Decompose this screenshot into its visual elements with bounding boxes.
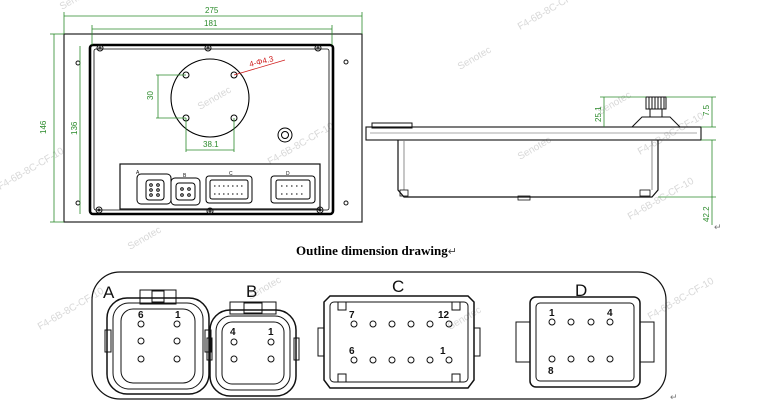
pin-label: 1 [549, 308, 555, 319]
pin-label: 6 [349, 346, 355, 357]
outer-flange [63, 33, 363, 223]
dimension-width-inner: 181 [91, 19, 333, 45]
dimension-hole-horizontal: 38.1 [185, 118, 235, 152]
dim-label: 146 [39, 120, 48, 134]
knob-icon [630, 96, 682, 128]
connector-letter: D [575, 281, 587, 300]
caption-text: Outline dimension drawing [296, 243, 448, 258]
dim-label: 275 [205, 6, 219, 15]
gauge-cutout [170, 58, 250, 138]
watermark-text: F4-6B-8C-CF-10 [36, 286, 106, 333]
pin-label: 8 [548, 366, 554, 377]
side-body [397, 140, 659, 198]
conn-label: B [183, 173, 187, 179]
indicator-icon [277, 127, 293, 143]
conn-label: D [286, 171, 290, 177]
watermark-text: Senotec [58, 0, 95, 13]
pin-label: 12 [438, 310, 450, 321]
connector-letter: B [246, 282, 257, 301]
dim-label: 25.1 [594, 106, 603, 122]
dim-label: 7.5 [702, 104, 711, 116]
connector-c: C 7 12 6 1 [317, 277, 481, 389]
watermark-text: Senotec [456, 45, 493, 73]
dim-label: 42.2 [702, 206, 711, 222]
detail-frame [91, 271, 667, 400]
side-view: 25.1 7.5 42.2 ↵ [365, 96, 722, 232]
connector-letter: A [103, 283, 115, 302]
dim-label: 181 [204, 19, 218, 28]
side-flange [365, 126, 702, 141]
pin-label: 1 [268, 327, 274, 338]
dimension-side-c: 42.2 [658, 140, 716, 225]
connector-strip [119, 163, 321, 210]
connector-c-small [205, 175, 253, 204]
connector-letter: C [392, 277, 404, 296]
paragraph-mark: ↵ [670, 392, 678, 402]
dimension-height-inner: 136 [70, 46, 81, 214]
front-view: A B C D 275 181 146 136 [39, 6, 363, 223]
watermark-text: F4-6B-8C-CF-10 [266, 121, 336, 168]
dim-label: 136 [70, 121, 79, 135]
connector-detail: A 6 1 B [91, 271, 678, 402]
paragraph-mark: ↵ [447, 246, 457, 258]
inner-panel [88, 43, 335, 216]
watermark-text: Senotec [516, 135, 553, 163]
dimension-hole-diameter: 4-Φ4.3 [233, 54, 286, 76]
watermark-text: Senotec [196, 85, 233, 113]
pin-label: 4 [607, 308, 613, 319]
figure-caption: Outline dimension drawing↵ [296, 243, 457, 259]
watermark-text: Senotec [126, 225, 163, 253]
connector-d-small [270, 175, 316, 204]
connector-b: B 4 1 [206, 282, 300, 397]
pin-label: 6 [138, 310, 144, 321]
dimension-height-outer: 146 [39, 33, 64, 223]
screw-icon [75, 44, 349, 215]
pin-label: 1 [175, 310, 181, 321]
connector-d: D 1 4 8 [515, 281, 655, 388]
connector-a-small [136, 173, 172, 205]
pin-label: 7 [349, 310, 355, 321]
pin-label: 4 [230, 327, 236, 338]
connector-a: A 6 1 [103, 283, 212, 395]
dimension-side-a: 25.1 [594, 96, 646, 127]
pin-label: 1 [440, 346, 446, 357]
dimension-side-b: 7.5 [666, 96, 716, 141]
watermark-text: F4-6B-8C-CF-10 [0, 146, 66, 193]
conn-label: C [229, 171, 233, 177]
dimension-width-outer: 275 [63, 6, 363, 34]
watermark-text: F4-6B-8C-CF-10 [646, 276, 716, 323]
watermark-text: F4-6B-8C-CF-10 [626, 176, 696, 223]
conn-label: A [136, 170, 140, 176]
paragraph-mark: ↵ [714, 222, 722, 232]
inner-panel-edge [93, 48, 330, 211]
dim-label: 30 [146, 91, 155, 100]
dim-label: 38.1 [203, 140, 219, 149]
connector-b-small [170, 177, 201, 206]
watermark-text: F4-6B-8C-CF-10 [516, 0, 586, 33]
dimension-hole-vertical: 30 [146, 74, 186, 119]
